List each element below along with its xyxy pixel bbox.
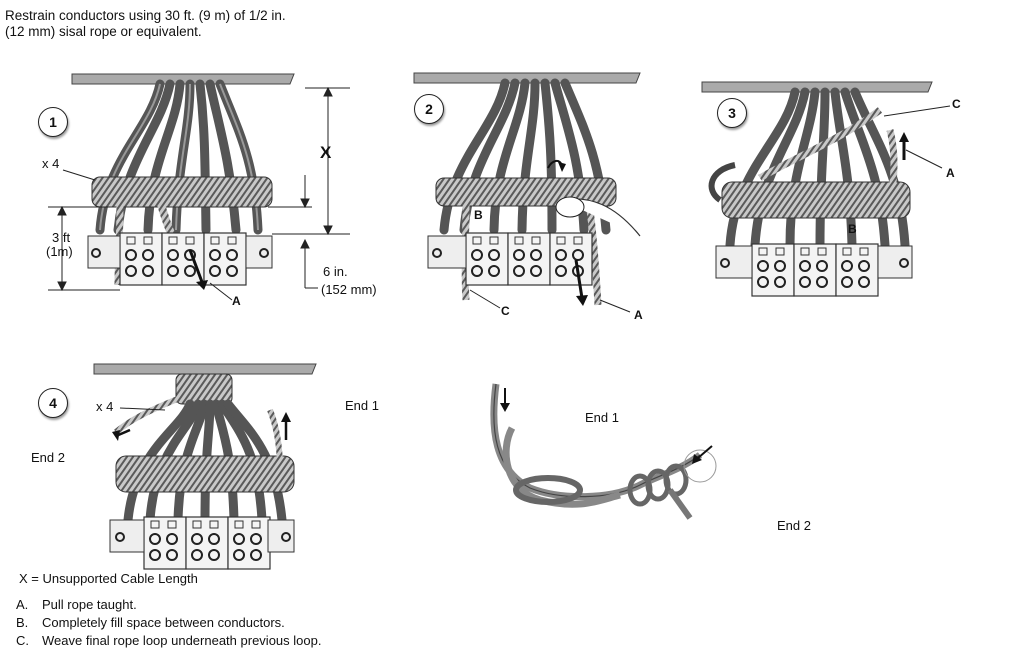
legend-key: C. — [16, 633, 29, 648]
knot-end2-label: End 2 — [777, 518, 811, 533]
p1-dim-left-2: (1m) — [46, 244, 73, 259]
step-4-badge: 4 — [38, 388, 68, 418]
legend-item-a: A. Pull rope taught. — [16, 597, 137, 613]
step-1-badge: 1 — [38, 107, 68, 137]
p1-x4-label: x 4 — [42, 156, 60, 171]
header-line-1: Restrain conductors using 30 ft. (9 m) o… — [5, 8, 286, 23]
p2-c-label: C — [501, 304, 510, 318]
legend-x-definition: X = Unsupported Cable Length — [19, 571, 198, 586]
p4-x4-label: x 4 — [96, 399, 114, 414]
p2-a-label: A — [634, 308, 643, 322]
legend-item-b: B. Completely fill space between conducto… — [16, 615, 285, 631]
legend-key: A. — [16, 597, 29, 612]
instruction-header: Restrain conductors using 30 ft. (9 m) o… — [5, 8, 286, 40]
p1-dim-left-1: 3 ft — [52, 230, 71, 245]
legend-text: Pull rope taught. — [42, 597, 137, 612]
panel-2-drawing — [413, 72, 641, 313]
legend-key: B. — [16, 615, 29, 630]
step-2-badge: 2 — [414, 94, 444, 124]
knot-end1-label: End 1 — [585, 410, 619, 425]
legend-text: Completely fill space between conductors… — [42, 615, 285, 630]
step-3-badge: 3 — [717, 98, 747, 128]
p1-x-label: X — [320, 143, 332, 162]
header-line-2: (12 mm) sisal rope or equivalent. — [5, 24, 202, 39]
p4-end1-label: End 1 — [345, 398, 379, 413]
p1-a-label: A — [232, 294, 241, 308]
panel-4-drawing — [93, 363, 317, 570]
p3-c-label: C — [952, 97, 961, 111]
panel-3-drawing — [701, 81, 951, 297]
p1-dim-right-2: (152 mm) — [321, 282, 377, 297]
p2-b-label: B — [474, 208, 483, 222]
panel-1-drawing — [48, 73, 350, 301]
legend-item-c: C. Weave final rope loop underneath previ… — [16, 633, 321, 649]
p1-dim-right-1: 6 in. — [323, 264, 348, 279]
p3-a-label: A — [946, 166, 955, 180]
p4-end2-label: End 2 — [31, 450, 65, 465]
legend-text: Weave final rope loop underneath previou… — [42, 633, 322, 648]
knot-drawing — [490, 383, 717, 520]
p3-b-label: B — [848, 222, 857, 236]
